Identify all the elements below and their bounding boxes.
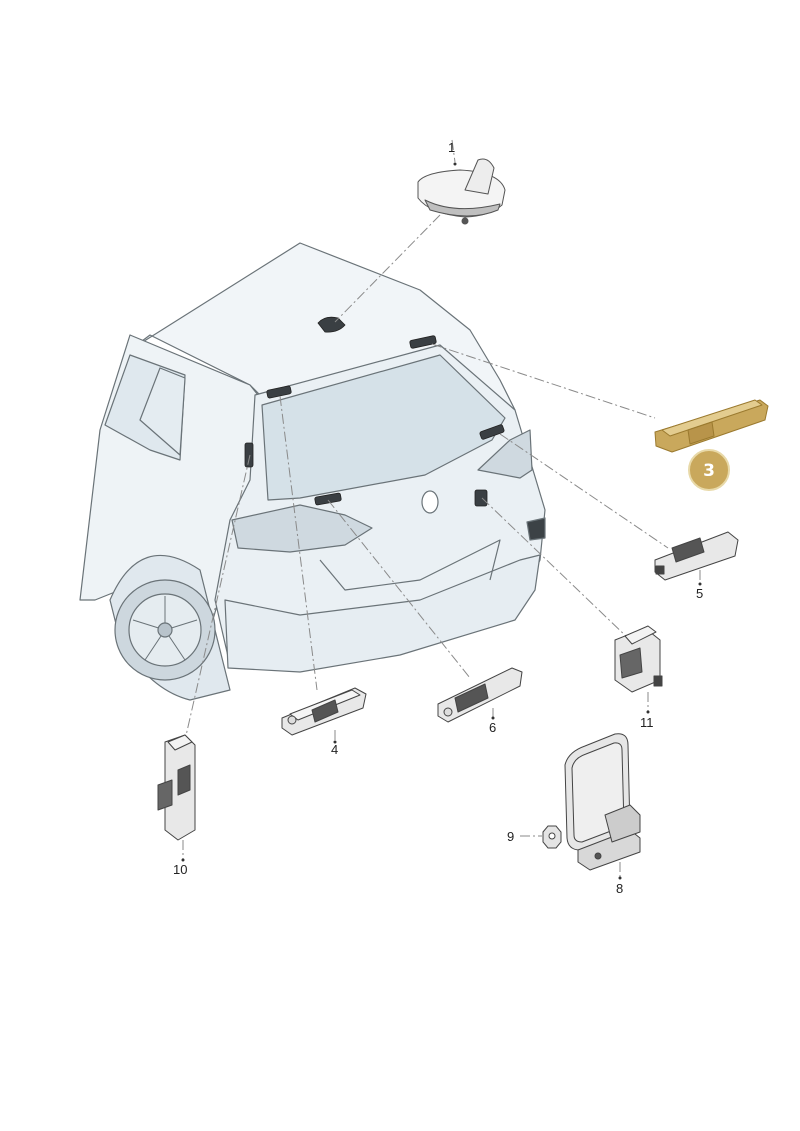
mount-points — [244, 316, 505, 507]
car-rear-window — [261, 354, 506, 501]
part-9-nut[interactable] — [542, 825, 562, 849]
part-11-module[interactable] — [614, 625, 663, 693]
part-5-module[interactable] — [654, 531, 739, 581]
car-tail-light-left — [231, 504, 373, 553]
part-10-side-detail — [177, 764, 191, 796]
car-rear-view — [79, 242, 546, 701]
antenna-fin — [464, 158, 495, 195]
part-11-connector — [619, 647, 643, 679]
part-8-mount-hole — [594, 852, 602, 860]
car-tail-light-right — [477, 429, 533, 479]
part-6-screw — [443, 707, 453, 717]
part-6-module[interactable] — [437, 667, 523, 723]
mount-antenna-base — [317, 316, 346, 333]
antenna-connector — [461, 217, 469, 225]
part-3-top — [661, 399, 763, 437]
part-3-badge[interactable] — [688, 449, 730, 491]
car-badge-icon — [421, 490, 439, 514]
callout-5: 5 — [696, 586, 703, 601]
callout-10: 10 — [173, 862, 187, 877]
car-side-window-2 — [139, 367, 186, 456]
callout-4: 4 — [331, 742, 338, 757]
part-4-screw — [287, 715, 297, 725]
part-3-aerial-module[interactable] — [654, 399, 769, 453]
part-4-module[interactable] — [281, 687, 367, 736]
nut-hole — [548, 832, 556, 840]
mount-bumper-left — [314, 492, 342, 506]
part-10-module[interactable] — [157, 734, 196, 841]
leader-lines — [182, 139, 701, 878]
callout-1: 1 — [448, 140, 455, 155]
part-5-connector — [671, 537, 705, 563]
mount-hatch-right — [474, 489, 488, 507]
part-3-connector — [687, 421, 715, 445]
part-5-clip — [655, 565, 665, 575]
part-10-top — [167, 734, 193, 751]
callout-3: 3 — [703, 461, 715, 481]
part-5-body — [654, 531, 739, 581]
car-reflector — [526, 517, 546, 541]
callout-dots — [181, 162, 702, 880]
car-wheel-hub — [157, 622, 173, 638]
mount-rear-right — [479, 424, 505, 440]
mount-roof-right — [409, 335, 437, 349]
car-rear-bumper — [224, 554, 541, 673]
mount-roof-left — [266, 385, 292, 399]
car-hatch-line — [319, 539, 501, 591]
part-10-connector — [157, 779, 173, 811]
part-8-control-unit[interactable] — [564, 733, 641, 871]
callout-11: 11 — [640, 715, 654, 730]
part-4-connector — [311, 699, 339, 723]
mount-c-pillar — [244, 442, 254, 468]
part-6-connector — [454, 683, 489, 713]
part-8-connector — [604, 804, 641, 843]
callout-9: 9 — [507, 829, 514, 844]
antenna-bottom — [424, 199, 501, 217]
callout-8: 8 — [616, 881, 623, 896]
callout-6: 6 — [489, 720, 496, 735]
part-11-top — [624, 625, 657, 645]
part-11-clip — [653, 675, 663, 687]
part-1-roof-antenna[interactable] — [417, 158, 506, 225]
